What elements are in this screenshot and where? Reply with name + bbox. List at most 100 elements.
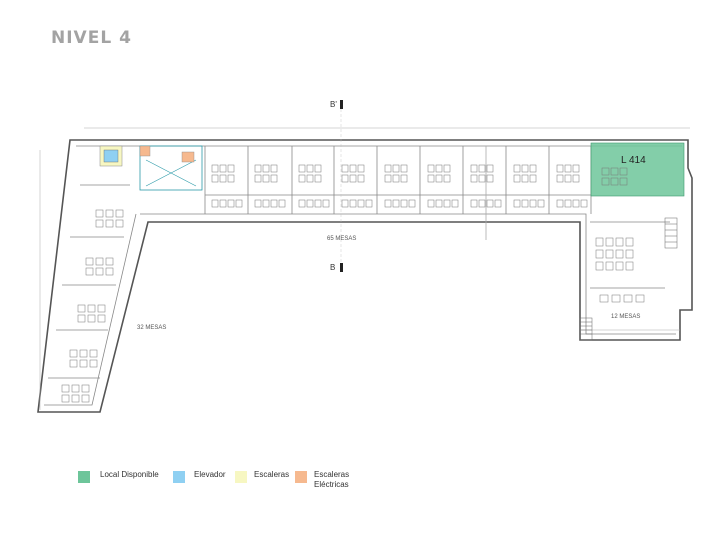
table [529, 199, 537, 208]
table [384, 199, 392, 208]
table [619, 167, 628, 176]
table [254, 199, 262, 208]
table [270, 174, 278, 183]
elevator-block [103, 149, 119, 163]
table [486, 199, 494, 208]
table [298, 164, 306, 173]
table [529, 164, 537, 173]
table [521, 164, 529, 173]
table [69, 349, 78, 358]
table [219, 174, 227, 183]
legend-swatch-escaleras-electricas [295, 471, 307, 483]
legend-label-elevador: Elevador [194, 470, 226, 479]
core-cross [145, 159, 197, 187]
table [435, 164, 443, 173]
table [115, 209, 124, 218]
table [85, 267, 94, 276]
table [262, 164, 270, 173]
table [306, 174, 314, 183]
table [227, 174, 235, 183]
table [615, 261, 624, 271]
table [486, 164, 494, 173]
table [227, 164, 235, 173]
legend-swatch-escaleras [235, 471, 247, 483]
table [341, 199, 349, 208]
table [470, 199, 478, 208]
mesas-12-label: 12 MESAS [611, 314, 640, 320]
table [610, 167, 619, 176]
table [486, 174, 494, 183]
table [262, 199, 270, 208]
table [537, 199, 545, 208]
table [357, 199, 365, 208]
tables-group [61, 164, 645, 403]
table [314, 199, 322, 208]
table [384, 164, 392, 173]
table [392, 174, 400, 183]
table [478, 174, 486, 183]
mesas-32-label: 32 MESAS [137, 325, 166, 331]
table [556, 174, 564, 183]
table [357, 174, 365, 183]
table [635, 294, 645, 303]
table [298, 199, 306, 208]
table [262, 174, 270, 183]
legend-label-local: Local Disponible [100, 470, 159, 479]
table [572, 174, 580, 183]
legend-swatch-elevador [173, 471, 185, 483]
table [71, 394, 80, 403]
section-marker-bottom [340, 263, 343, 272]
table [306, 164, 314, 173]
unit-l414-label: L 414 [621, 155, 646, 166]
table [77, 314, 86, 323]
table [521, 174, 529, 183]
table [529, 174, 537, 183]
escalator-block-1 [139, 145, 151, 157]
table [81, 384, 90, 393]
table [87, 314, 96, 323]
table [89, 349, 98, 358]
table [87, 304, 96, 313]
section-marker-top [340, 100, 343, 109]
table [610, 177, 619, 186]
table [61, 384, 70, 393]
dimension-lines [39, 127, 690, 410]
table [95, 257, 104, 266]
table [625, 261, 634, 271]
table [95, 209, 104, 218]
table [95, 267, 104, 276]
table [392, 199, 400, 208]
table [572, 164, 580, 173]
table [270, 164, 278, 173]
table [341, 164, 349, 173]
table [427, 164, 435, 173]
table [349, 174, 357, 183]
table [595, 237, 604, 247]
section-label-bottom: B [330, 263, 335, 272]
table [605, 261, 614, 271]
table [443, 174, 451, 183]
table [513, 164, 521, 173]
table [615, 249, 624, 259]
table [97, 304, 106, 313]
table [79, 359, 88, 368]
table [564, 174, 572, 183]
table [601, 177, 610, 186]
table [219, 164, 227, 173]
floor-title: NIVEL 4 [51, 28, 132, 48]
table [625, 237, 634, 247]
table [357, 164, 365, 173]
table [392, 164, 400, 173]
table [95, 219, 104, 228]
table [349, 164, 357, 173]
table [556, 199, 564, 208]
table [278, 199, 286, 208]
table [227, 199, 235, 208]
table [605, 249, 614, 259]
unit-l414[interactable] [590, 142, 685, 197]
table [314, 164, 322, 173]
table [365, 199, 373, 208]
table [625, 249, 634, 259]
service-core [139, 145, 203, 191]
